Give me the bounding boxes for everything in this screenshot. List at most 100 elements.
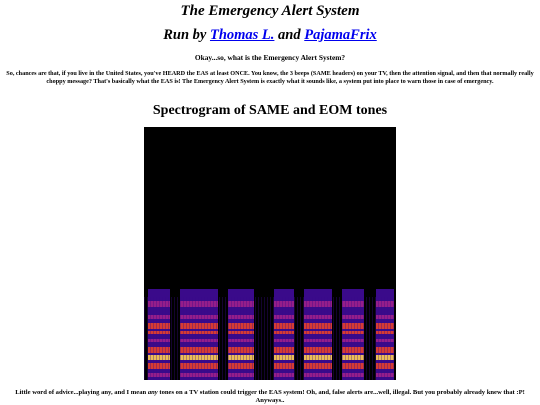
spectrogram-noise [279,297,280,380]
spectrogram-noise [363,297,364,380]
spectrogram-noise [360,297,361,380]
spectrogram-noise [267,297,268,380]
spectrogram-band [342,363,364,369]
advice-emphasis: any [147,389,158,396]
spectrogram-band [376,347,394,353]
spectrogram-band [342,339,364,342]
spectrogram-band [180,331,218,334]
and-text: and [278,27,301,43]
spectrogram-band [148,315,170,319]
spectrogram-noise [249,297,250,380]
spectrogram-band [376,373,394,377]
spectrogram-band [180,347,218,353]
spectrogram-noise [150,297,151,380]
spectrogram-noise [177,297,178,380]
spectrogram-band [228,373,254,377]
spectrogram-band [274,315,294,319]
spectrogram-noise [291,297,292,380]
spectrogram-noise [384,297,385,380]
spectrogram-noise [252,297,253,380]
spectrogram-noise [378,297,379,380]
spectrogram-noise [354,297,355,380]
spectrogram-image [144,127,396,380]
spectrogram-noise [303,297,304,380]
spectrogram-noise [264,297,265,380]
page-title: The Emergency Alert System [180,3,360,19]
spectrogram-band [376,301,394,307]
spectrogram-noise [321,297,322,380]
spectrogram-band [376,339,394,342]
spectrogram-band [228,315,254,319]
spectrogram-noise [294,297,295,380]
spectrogram-noise [159,297,160,380]
spectrogram-noise [324,297,325,380]
spectrogram-band [148,301,170,307]
spectrogram-band [304,301,332,307]
spectrogram-noise [297,297,298,380]
spectrogram-band [274,339,294,342]
spectrogram-noise [393,297,394,380]
spectrogram-noise [387,297,388,380]
spectrogram-noise [309,297,310,380]
spectrogram-band [342,331,364,334]
author-link-pajamafrix[interactable]: PajamaFrix [304,27,377,43]
spectrogram-noise [231,297,232,380]
spectrogram-band [228,339,254,342]
spectrogram-band [274,373,294,377]
spectrogram-band [148,347,170,353]
spectrogram-noise [312,297,313,380]
spectrogram-band [274,347,294,353]
spectrogram-band [274,355,294,360]
spectrogram-heading: Spectrogram of SAME and EOM tones [152,103,388,118]
spectrogram-noise [234,297,235,380]
spectrogram-noise [333,297,334,380]
advice-paragraph: Little word of advice...playing any, and… [10,389,530,405]
spectrogram-band [376,323,394,329]
spectrogram-band [304,315,332,319]
spectrogram-band [342,373,364,377]
spectrogram-noise [186,297,187,380]
spectrogram-band [180,323,218,329]
spectrogram-band [304,363,332,369]
spectrogram-band [228,301,254,307]
spectrogram-noise [204,297,205,380]
spectrogram-noise [183,297,184,380]
spectrogram-band [180,301,218,307]
spectrogram-band [304,323,332,329]
spectrogram-noise [381,297,382,380]
spectrogram-noise [225,297,226,380]
spectrogram-noise [315,297,316,380]
run-by-line: Run by Thomas L. and PajamaFrix [0,27,540,44]
spectrogram-noise [207,297,208,380]
spectrogram-band [180,315,218,319]
spectrogram-graphic [144,127,396,380]
spectrogram-noise [222,297,223,380]
spectrogram-band [274,331,294,334]
spectrogram-noise [174,297,175,380]
spectrogram-band [342,323,364,329]
spectrogram-band [228,363,254,369]
spectrogram-noise [330,297,331,380]
spectrogram-band [376,315,394,319]
spectrogram-band [342,355,364,360]
spectrogram-band [148,331,170,334]
spectrogram-noise [255,297,256,380]
spectrogram-band [228,331,254,334]
spectrogram-noise [345,297,346,380]
spectrogram-noise [243,297,244,380]
spectrogram-band [304,331,332,334]
spectrogram-noise [261,297,262,380]
spectrogram-band [180,355,218,360]
spectrogram-noise [195,297,196,380]
spectrogram-band [228,323,254,329]
spectrogram-band [228,347,254,353]
spectrogram-noise [240,297,241,380]
author-link-thomas[interactable]: Thomas L. [209,27,275,43]
spectrogram-noise [201,297,202,380]
spectrogram-noise [300,297,301,380]
spectrogram-band [342,315,364,319]
spectrogram-noise [219,297,220,380]
spectrogram-noise [318,297,319,380]
run-by-prefix: Run by [163,27,207,43]
spectrogram-noise [168,297,169,380]
